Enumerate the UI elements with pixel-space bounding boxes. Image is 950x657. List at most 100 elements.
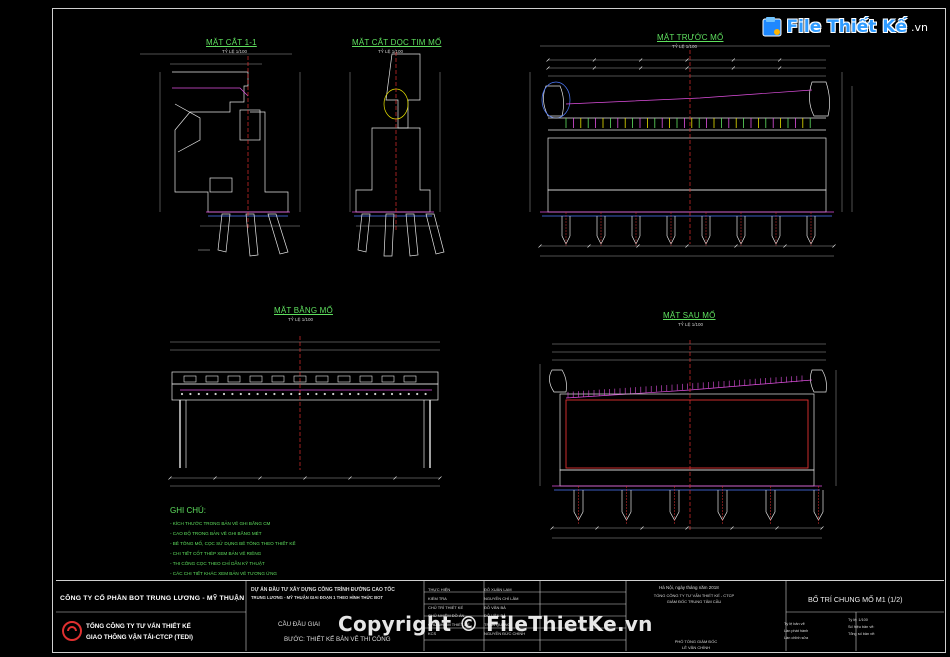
back-hatch xyxy=(567,375,803,398)
role-label: CHỦ NHIỆM THIẾT KẾ xyxy=(428,622,470,628)
notes-block: GHI CHÚ: - KÍCH THƯỚC TRONG BẢN VẼ GHI B… xyxy=(170,506,390,579)
dimension-tick xyxy=(538,244,542,248)
package-name: CẦU ĐẦU GIAI xyxy=(278,621,320,628)
rebar-dot xyxy=(248,392,251,396)
approver-title: PHÓ TỔNG GIÁM ĐỐC xyxy=(674,639,718,644)
title-front-view: MẶT TRƯỚC MỐ xyxy=(657,33,724,42)
tedi-logo-icon xyxy=(62,621,82,641)
dimension-tick xyxy=(393,476,397,480)
rebar-dot xyxy=(348,392,352,396)
note-line: - CHI TIẾT CỐT THÉP XEM BẢN VẼ RIÊNG xyxy=(170,551,262,556)
rebar-dot xyxy=(416,392,419,396)
scale-front-view: TỶ LỆ 1/100 xyxy=(672,44,698,49)
info-line: Tỷ lệ bản vẽ xyxy=(784,622,805,626)
dimension-tick xyxy=(685,244,689,248)
approval-line: TỔNG CÔNG TY TƯ VẤN THIẾT KẾ - CTCP xyxy=(653,593,735,598)
title-section-long: MẶT CẮT DỌC TIM MỐ xyxy=(352,38,442,47)
plan-openings xyxy=(180,375,427,396)
dimension-tick xyxy=(168,476,172,480)
pier-opening xyxy=(337,375,351,383)
pier-opening xyxy=(249,375,263,383)
rebar-dot xyxy=(273,392,276,396)
rebar-dot xyxy=(390,392,394,396)
rebar-dot xyxy=(382,392,385,396)
info-line: Tỷ lệ: 1/100 xyxy=(848,618,868,622)
drawing-border xyxy=(52,8,946,653)
approval-line: GIÁM ĐỐC TRUNG TÂM CẦU xyxy=(666,599,722,604)
back-piles xyxy=(573,486,824,524)
rebar-dot xyxy=(189,392,192,396)
title-plan-view: MẶT BẰNG MỐ xyxy=(274,306,333,315)
title-back-view: MẶT SAU MỐ xyxy=(663,311,716,320)
consultant-line-1: TỔNG CÔNG TY TƯ VẤN THIẾT KẾ xyxy=(86,623,191,630)
note-line: - KÍCH THƯỚC TRONG BẢN VẼ GHI BẰNG CM xyxy=(170,521,271,526)
rebar-dot xyxy=(180,392,184,396)
person-name: TRẦN QUANG xyxy=(484,622,511,628)
roles-column: THỰC HIỆN KIỂM TRA CHỦ TRÌ THIẾT KẾ CHỦ … xyxy=(428,586,470,639)
back-view-drawing xyxy=(539,340,837,539)
rebar-dot xyxy=(231,392,234,396)
rebar-dot xyxy=(290,392,293,396)
owner-company: CÔNG TY CỔ PHẦN BOT TRUNG LƯƠNG - MỸ THU… xyxy=(60,595,245,602)
file-folder-icon xyxy=(762,17,782,37)
pier-opening xyxy=(205,375,219,383)
pier-opening xyxy=(183,375,197,383)
issue-date: Hà Nội, ngày tháng năm 2018 xyxy=(659,585,719,590)
rebar-dot xyxy=(222,392,226,396)
dimension-tick xyxy=(734,244,738,248)
approver-name: LÊ VĂN CHÍNH xyxy=(681,645,710,650)
note-line: - BÊ TÔNG MỐ, CỌC SỬ DỤNG BÊ TÔNG THEO T… xyxy=(170,541,296,546)
scale-back-view: TỶ LỆ 1/100 xyxy=(678,322,704,327)
rebar-dot xyxy=(298,392,301,396)
info-line: Số hiệu bản vẽ: xyxy=(848,625,875,629)
section-1-1-drawing xyxy=(140,53,301,257)
drawing-title: BỐ TRÍ CHUNG MỐ M1 (1/2) xyxy=(808,595,903,604)
pier-opening xyxy=(293,375,307,383)
consultant-line-2: GIAO THÔNG VẬN TẢI-CTCP (TEDI) xyxy=(86,634,193,641)
info-line: Tổng số bản vẽ: xyxy=(848,632,876,636)
rebar-dot xyxy=(256,392,259,396)
section-long-drawing xyxy=(349,52,445,257)
dimension-tick xyxy=(777,58,782,62)
dimension-tick xyxy=(685,526,689,530)
dimension-tick xyxy=(820,526,824,530)
dimension-tick xyxy=(587,244,591,248)
note-line: - THI CÔNG CỌC THEO CHỈ DẪN KỸ THUẬT xyxy=(170,561,265,566)
scale-section-1-1: TỶ LỆ 1/100 xyxy=(222,49,248,54)
title-section-1-1: MẶT CẮT 1-1 xyxy=(206,38,257,47)
person-name: ĐỖ VĂN BÀ xyxy=(484,613,506,619)
dimension-tick xyxy=(550,526,554,530)
site-logo[interactable]: File Thiết Kế .vn xyxy=(761,12,928,42)
rebar-dot xyxy=(407,392,410,396)
logo-suffix: .vn xyxy=(911,20,928,34)
rebar-dot xyxy=(424,392,427,396)
dimension-tick xyxy=(783,244,787,248)
dimension-tick xyxy=(546,66,550,70)
dimension-tick xyxy=(777,66,782,70)
note-line: - CAO ĐỘ TRONG BẢN VẼ GHI BẰNG MÉT xyxy=(170,531,262,536)
person-name: ĐỖ XUÂN LAM xyxy=(484,587,512,592)
rebar-dot xyxy=(357,392,360,396)
rebar-dot xyxy=(264,392,268,396)
rebar-dot xyxy=(399,392,402,396)
rebar-dot xyxy=(281,392,284,396)
rebar-dot xyxy=(332,392,335,396)
dimension-tick xyxy=(638,58,643,62)
dimension-tick xyxy=(640,526,644,530)
scale-section-long: TỶ LỆ 1/100 xyxy=(378,49,404,54)
pier-opening xyxy=(359,375,373,383)
front-view-drawing xyxy=(529,45,853,257)
copyright-watermark: Copyright © FileThietKe.vn xyxy=(338,612,653,636)
rebar-dot xyxy=(365,392,368,396)
person-name: ĐỖ VĂN BÀ xyxy=(484,604,506,610)
info-line: Lần phát hành xyxy=(784,629,809,633)
plan-view-drawing xyxy=(170,336,440,487)
pier-opening xyxy=(227,375,241,383)
dimension-tick xyxy=(638,66,643,70)
dimension-tick xyxy=(592,58,597,62)
rebar-dot xyxy=(214,392,217,396)
dimension-ticks xyxy=(168,58,836,530)
dimension-tick xyxy=(546,58,550,62)
role-label: CHỦ NHIỆM ĐỒ ÁN xyxy=(428,613,465,619)
drawing-info-left: Tỷ lệ bản vẽ Lần phát hành Lần chỉnh sửa xyxy=(784,621,808,642)
